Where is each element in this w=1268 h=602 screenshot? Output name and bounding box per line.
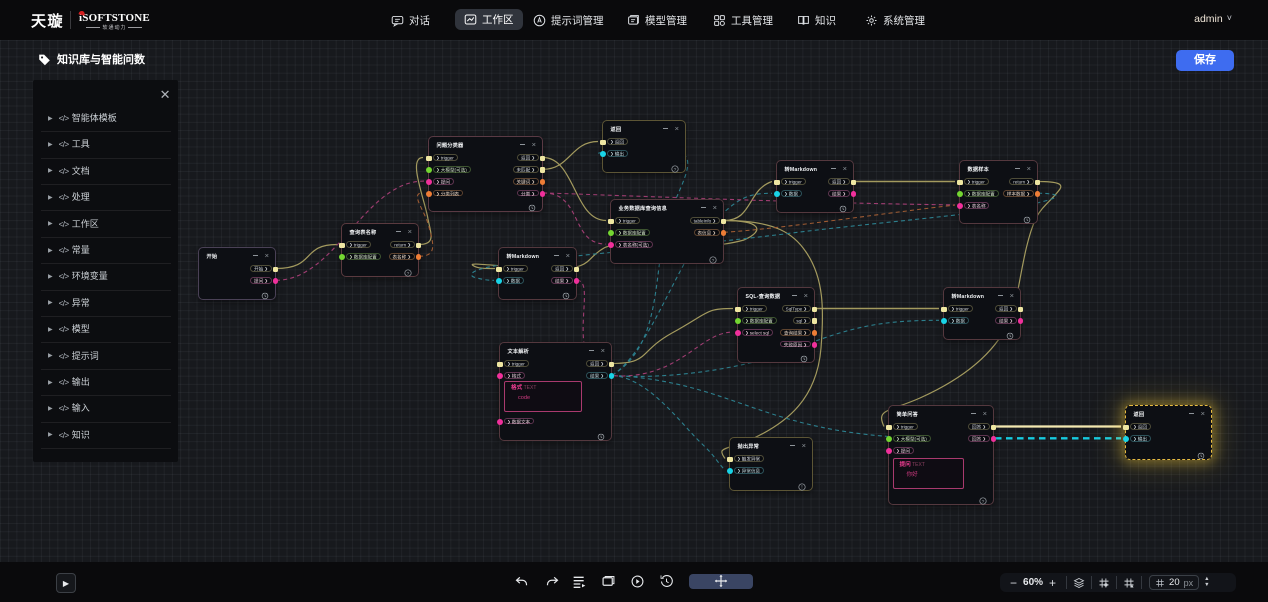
- svg-text:!: !: [801, 485, 802, 491]
- svg-text:?: ?: [712, 258, 715, 264]
- svg-text:?: ?: [407, 271, 410, 277]
- svg-text:?: ?: [982, 499, 985, 505]
- svg-text:?: ?: [674, 167, 677, 173]
